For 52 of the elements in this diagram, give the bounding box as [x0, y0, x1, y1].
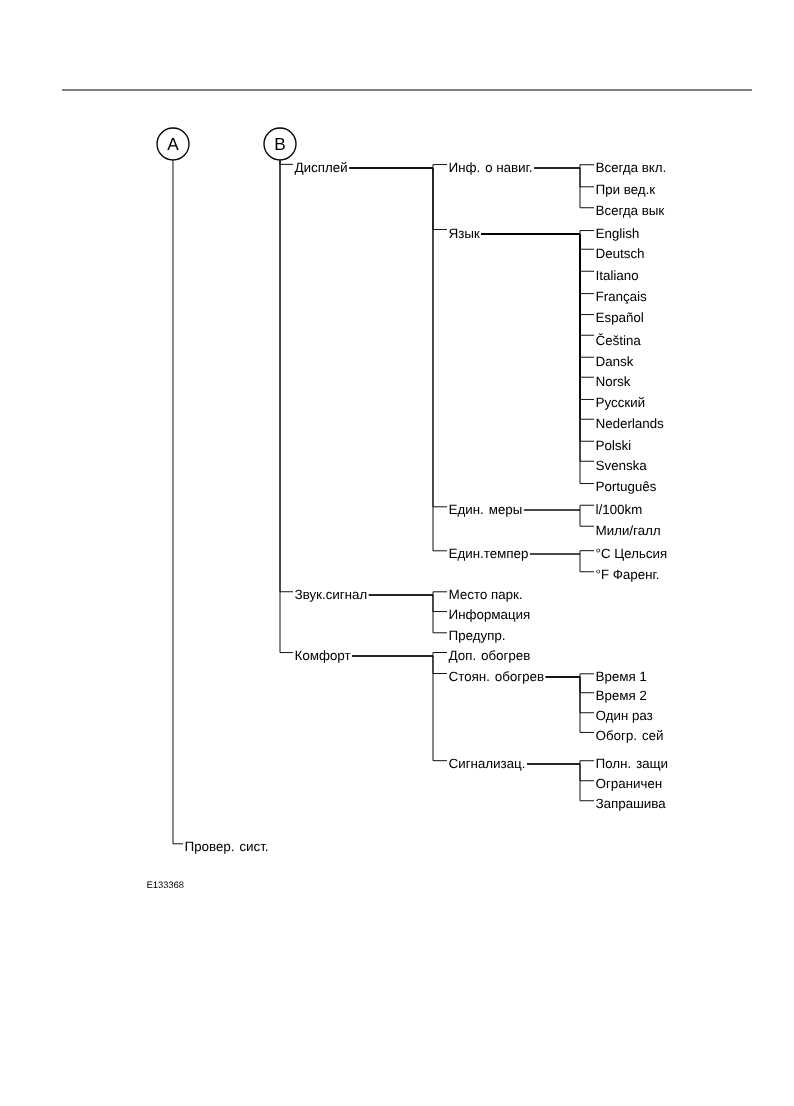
tree-connector: [526, 763, 595, 802]
menu-item: Čeština: [596, 333, 641, 346]
menu-item: При вед.к: [596, 184, 656, 197]
tree-connector: [533, 167, 595, 209]
menu-item: Ограничен: [596, 778, 662, 791]
menu-item: Мили/галл: [596, 525, 660, 536]
menu-item: Един.темпер: [449, 548, 528, 561]
menu-item: Язык: [449, 228, 480, 239]
menu-item: Един. меры: [449, 504, 522, 517]
menu-item: Italiano: [596, 270, 639, 281]
menu-item: Время 2: [596, 690, 647, 703]
menu-item: Español: [596, 312, 643, 325]
circle-label: B: [263, 127, 297, 161]
menu-item: Dansk: [596, 356, 634, 367]
circle-label: A: [156, 127, 190, 161]
menu-item: Время 1: [596, 671, 647, 684]
menu-item: Полн. защи: [596, 758, 668, 771]
menu-item: Norsk: [596, 376, 631, 387]
menu-item: Инф. о навиг.: [449, 162, 532, 175]
menu-item: Nederlands: [596, 418, 664, 429]
menu-item: Обогр. сей: [596, 730, 663, 743]
menu-item: Сигнализац.: [449, 758, 525, 771]
menu-item: Место парк.: [449, 589, 522, 602]
tree-connector: [351, 655, 448, 762]
menu-item: Всегда вкл.: [596, 162, 666, 175]
menu-item: Комфорт: [295, 650, 351, 663]
menu-item: Провер. сист.: [185, 841, 268, 854]
menu-item: English: [596, 228, 639, 241]
menu-item: Предупр.: [449, 630, 505, 643]
menu-item: Дисплей: [294, 162, 347, 175]
menu-item: Polski: [596, 440, 631, 451]
tree-connector: [529, 553, 595, 573]
menu-item: Svenska: [596, 460, 647, 471]
menu-item: Français: [596, 291, 647, 304]
tree-connector: [172, 160, 184, 845]
menu-item: Deutsch: [596, 248, 644, 259]
menu-item: Запрашива: [596, 798, 666, 811]
tree-connector: [523, 509, 595, 527]
menu-item: Всегда вык: [596, 205, 665, 218]
menu-item: Русский: [596, 397, 645, 410]
menu-item: Один раз: [596, 710, 653, 723]
menu-item: Стоян. обогрев: [449, 671, 544, 684]
menu-item: °F Фаренг.: [596, 569, 659, 582]
tree-connector: [368, 594, 448, 634]
tree-connector: [545, 676, 595, 733]
figure-code: E133368: [147, 881, 184, 889]
menu-item: Доп. обогрев: [448, 650, 530, 663]
menu-item: °C Цельсия: [596, 548, 667, 561]
menu-item: Информация: [449, 609, 530, 622]
menu-item: Português: [596, 481, 656, 494]
menu-item: l/100km: [596, 504, 642, 515]
menu-item: Звук.сигнал: [295, 589, 367, 602]
